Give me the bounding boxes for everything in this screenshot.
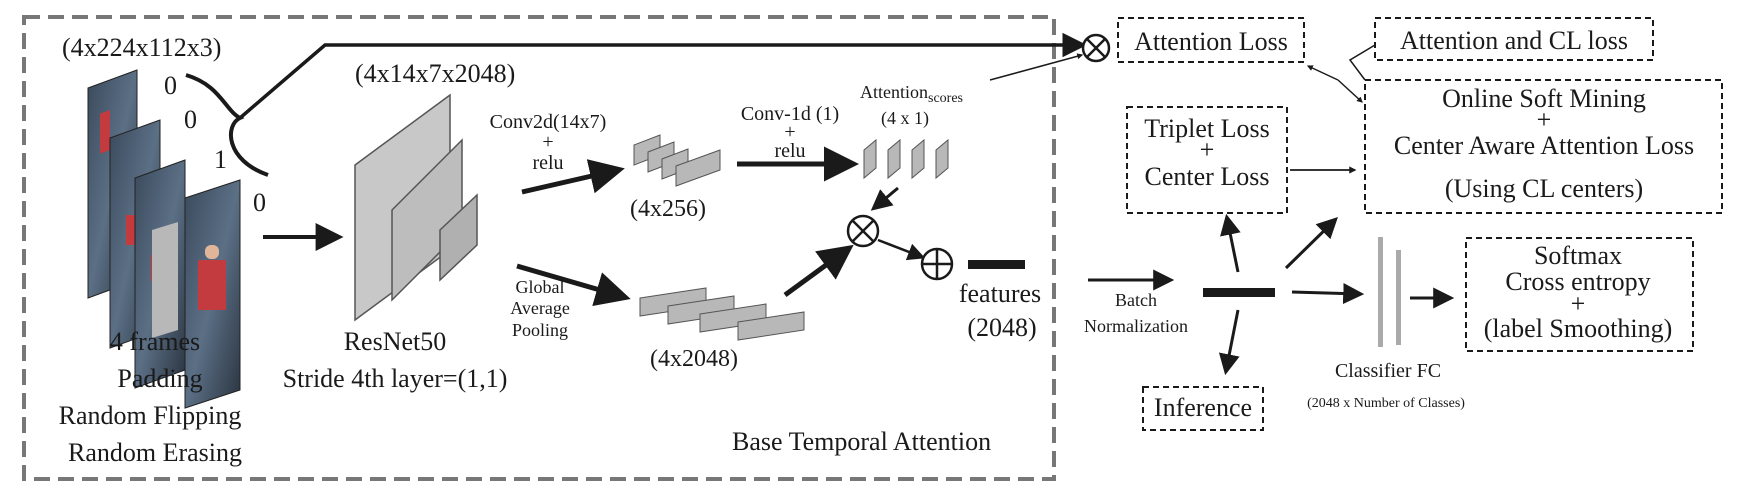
attention-scores-label: Attentionscores [860,82,963,106]
softmax-line-1: Softmax [1534,241,1622,270]
online-line-1: Online Soft Mining [1442,84,1646,113]
gap-output-blocks [639,287,805,341]
frame-brace [185,73,269,177]
gap-output-shape: (4x2048) [650,346,738,372]
input-caption-1: 4 frames [110,327,200,356]
arrow-scores-to-attention-loss [989,53,1084,81]
arrow-bn-to-inference [1218,309,1240,376]
attention-loss-operator [1081,33,1111,63]
arrow-attention-cl-to-online [1337,79,1363,103]
online-line-3: Center Aware Attention Loss [1394,131,1694,160]
base-temporal-attention-label: Base Temporal Attention [732,427,991,456]
arrow-bn-to-classifier [1291,283,1365,305]
online-line-4: (Using CL centers) [1445,174,1643,203]
connector-attention-cl [1348,44,1376,81]
resnet-name: ResNet50 [344,327,447,356]
resnet-detail: Stride 4th layer=(1,1) [283,364,508,393]
frame-label-2: 0 [184,105,197,134]
conv1d-label: Conv-1d (1) [741,103,839,125]
arrow-resnet-to-gap [516,263,631,307]
arrow-scores-to-multiply [870,186,899,211]
conv1d-relu: relu [774,140,805,162]
conv2d-label: Conv2d(14x7) [490,111,607,133]
features-dim: (2048) [967,313,1036,342]
triplet-line-2: + [1200,135,1215,164]
frame-label-1: 0 [164,71,177,100]
frame-label-4: 0 [253,188,266,217]
base-temporal-attention-region [22,15,1056,481]
gap-label-2: Average [510,298,570,318]
arrow-bn-to-online [1284,217,1339,270]
multiply-operator [846,214,880,248]
frame-4 [184,179,241,409]
conv2d-output-shape: (4x256) [630,196,706,222]
arrow-gap-to-multiply [783,244,854,298]
triplet-center-loss-box [1126,106,1288,214]
attention-scores-shape: (4 x 1) [881,108,929,129]
input-caption-3: Random Flipping [59,401,242,430]
frame-label-3: 1 [214,145,227,174]
arrow-multiply-to-add [877,238,926,261]
attention-cl-loss-text: Attention and CL loss [1400,26,1628,55]
input-caption-4: Random Erasing [68,438,242,467]
classifier-name: Classifier FC [1335,360,1441,382]
frame-3 [134,159,186,389]
classifier-bar-2 [1396,250,1401,345]
bn-feature-bar [1203,288,1275,297]
conv1d-plus: + [784,121,795,143]
arrow-bn-to-triplet [1220,213,1241,273]
resnet-block [354,93,478,322]
attention-loss-text: Attention Loss [1134,27,1288,56]
arrow-attention-cl-to-attention-loss [1306,65,1339,81]
input-frames [87,69,241,409]
add-operator [920,247,954,281]
online-line-2: + [1537,105,1552,134]
inference-text: Inference [1154,393,1252,422]
inference-box [1142,386,1264,431]
conv2d-plus: + [542,131,553,153]
online-soft-mining-box [1364,79,1723,214]
classifier-bar-1 [1378,237,1383,347]
triplet-line-1: Triplet Loss [1144,114,1269,143]
classifier-shape: (2048 x Number of Classes) [1307,396,1465,411]
bn-label-2: Normalization [1084,316,1188,336]
softmax-line-3: + [1571,289,1586,318]
triplet-line-3: Center Loss [1145,162,1270,191]
bn-label-1: Batch [1115,290,1157,310]
input-caption-2: Padding [117,364,202,393]
resnet-shape: (4x14x7x2048) [355,59,515,88]
feature-bar [968,260,1025,269]
features-label: features [959,279,1041,308]
arrow-input-to-attention-loss [238,32,1087,120]
softmax-box [1465,237,1694,352]
gap-label-1: Global [516,277,565,297]
gap-label-3: Pooling [512,320,568,340]
conv2d-output-blocks [633,134,721,187]
input-shape: (4x224x112x3) [62,33,221,62]
arrow-resnet-to-conv2d [521,159,625,195]
conv2d-relu: relu [532,152,563,174]
attention-loss-box [1117,17,1305,63]
attention-scores-blocks [863,138,949,180]
softmax-line-4: (label Smoothing) [1484,314,1672,343]
softmax-line-2: Cross entropy [1505,267,1650,296]
